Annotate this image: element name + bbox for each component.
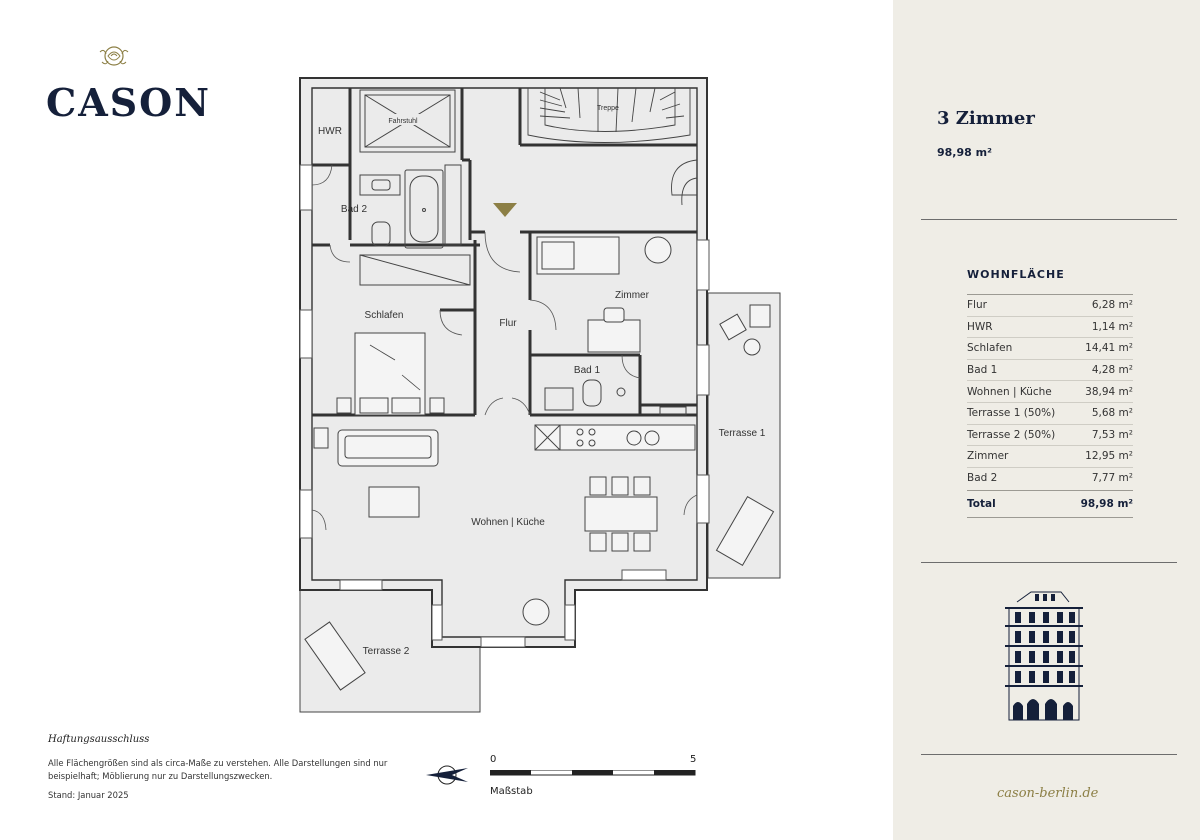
area-row: Terrasse 2 (50%)7,53 m²: [967, 423, 1133, 446]
scale-label: Maßstab: [490, 786, 533, 797]
scale-start: 0: [490, 754, 497, 765]
bath1-fixtures: [544, 379, 687, 416]
label-bad1: Bad 1: [574, 365, 601, 376]
apartment-size: 98,98 m²: [937, 146, 992, 159]
north-arrow-icon: [426, 765, 468, 785]
kitchen-counter: [534, 424, 696, 451]
label-bad2: Bad 2: [341, 204, 368, 215]
label-schlafen: Schlafen: [365, 310, 404, 321]
terrace1-furniture: [715, 304, 775, 567]
scale-bar: 0 5 Maßstab: [420, 754, 710, 798]
bath2-fixtures: [359, 164, 471, 286]
website-link[interactable]: cason-berlin.de: [997, 786, 1099, 801]
brand-logo: CASON: [46, 80, 212, 125]
label-treppe: Treppe: [597, 105, 619, 112]
label-terrasse1: Terrasse 1: [719, 428, 766, 439]
label-fahrstuhl: Fahrstuhl: [388, 118, 418, 125]
disclaimer-title: Haftungsausschluss: [48, 734, 150, 745]
entrance-marker-icon: [493, 203, 517, 217]
label-hwr: HWR: [318, 126, 342, 137]
disclaimer-date: Stand: Januar 2025: [48, 790, 129, 800]
living-furniture: [313, 427, 658, 626]
stairs: [527, 87, 691, 143]
floor-plan: Fahrstuhl Treppe: [299, 77, 781, 713]
zimmer-furniture: [536, 236, 672, 353]
divider: [921, 754, 1177, 755]
rose-logo-icon: [94, 38, 134, 78]
area-row: Terrasse 1 (50%)5,68 m²: [967, 401, 1133, 424]
terrace2-lounger: [304, 621, 366, 691]
divider: [921, 562, 1177, 563]
label-wohnen: Wohnen | Küche: [471, 517, 545, 528]
divider: [921, 219, 1177, 220]
double-bed: [336, 332, 445, 416]
disclaimer-text: Alle Flächengrößen sind als circa-Maße z…: [48, 758, 388, 781]
label-zimmer: Zimmer: [615, 290, 650, 301]
label-flur: Flur: [499, 318, 517, 329]
area-table-heading: WOHNFLÄCHE: [967, 268, 1065, 281]
apartment-title: 3 Zimmer: [937, 108, 1035, 129]
building-illustration: [1005, 591, 1083, 721]
scale-end: 5: [690, 754, 697, 765]
label-terrasse2: Terrasse 2: [363, 646, 410, 657]
